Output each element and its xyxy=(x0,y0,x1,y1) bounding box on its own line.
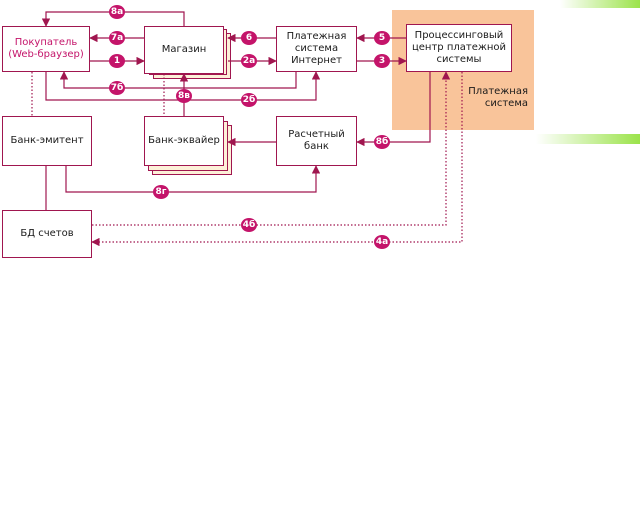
flow-badge-4b: 4б xyxy=(241,218,257,232)
flow-badge-8g: 8г xyxy=(153,185,169,199)
flow-badge-8b: 8б xyxy=(374,135,390,149)
flow-badge-6: 6 xyxy=(241,31,257,45)
processing-center-node: Процессинговый центр платежной системы xyxy=(406,24,512,72)
customer-node: Покупатель (Web-браузер) xyxy=(2,26,90,72)
decor-bar-middle xyxy=(536,134,640,144)
acquirer-bank-node: Банк-эквайер xyxy=(144,116,224,166)
flow-badge-2a: 2а xyxy=(241,54,257,68)
flow-badge-8a: 8а xyxy=(109,5,125,19)
flow-badge-7b: 7б xyxy=(109,81,125,95)
flow-badge-4a: 4а xyxy=(374,235,390,249)
accounts-db-node: БД счетов xyxy=(2,210,92,258)
flow-badge-7a: 7а xyxy=(109,31,125,45)
settlement-bank-node: Расчетный банк xyxy=(276,116,357,166)
edge-4b xyxy=(92,71,451,226)
payment-system-region-label: Платежная система xyxy=(468,86,528,109)
edge-7b xyxy=(59,71,297,89)
flow-badge-1: 1 xyxy=(109,54,125,68)
edge-4a xyxy=(91,72,463,247)
flow-badge-8v: 8в xyxy=(176,89,192,103)
shop-node: Магазин xyxy=(144,26,224,74)
flow-badge-2b: 2б xyxy=(241,93,257,107)
payment-internet-node: Платежная система Интернет xyxy=(276,26,357,72)
flow-badge-3: 3 xyxy=(374,54,390,68)
decor-bar-top xyxy=(560,0,640,8)
flow-badge-5: 5 xyxy=(374,31,390,45)
edge-8g xyxy=(65,165,321,193)
edge-8b xyxy=(356,72,431,147)
issuer-bank-node: Банк-эмитент xyxy=(2,116,92,166)
